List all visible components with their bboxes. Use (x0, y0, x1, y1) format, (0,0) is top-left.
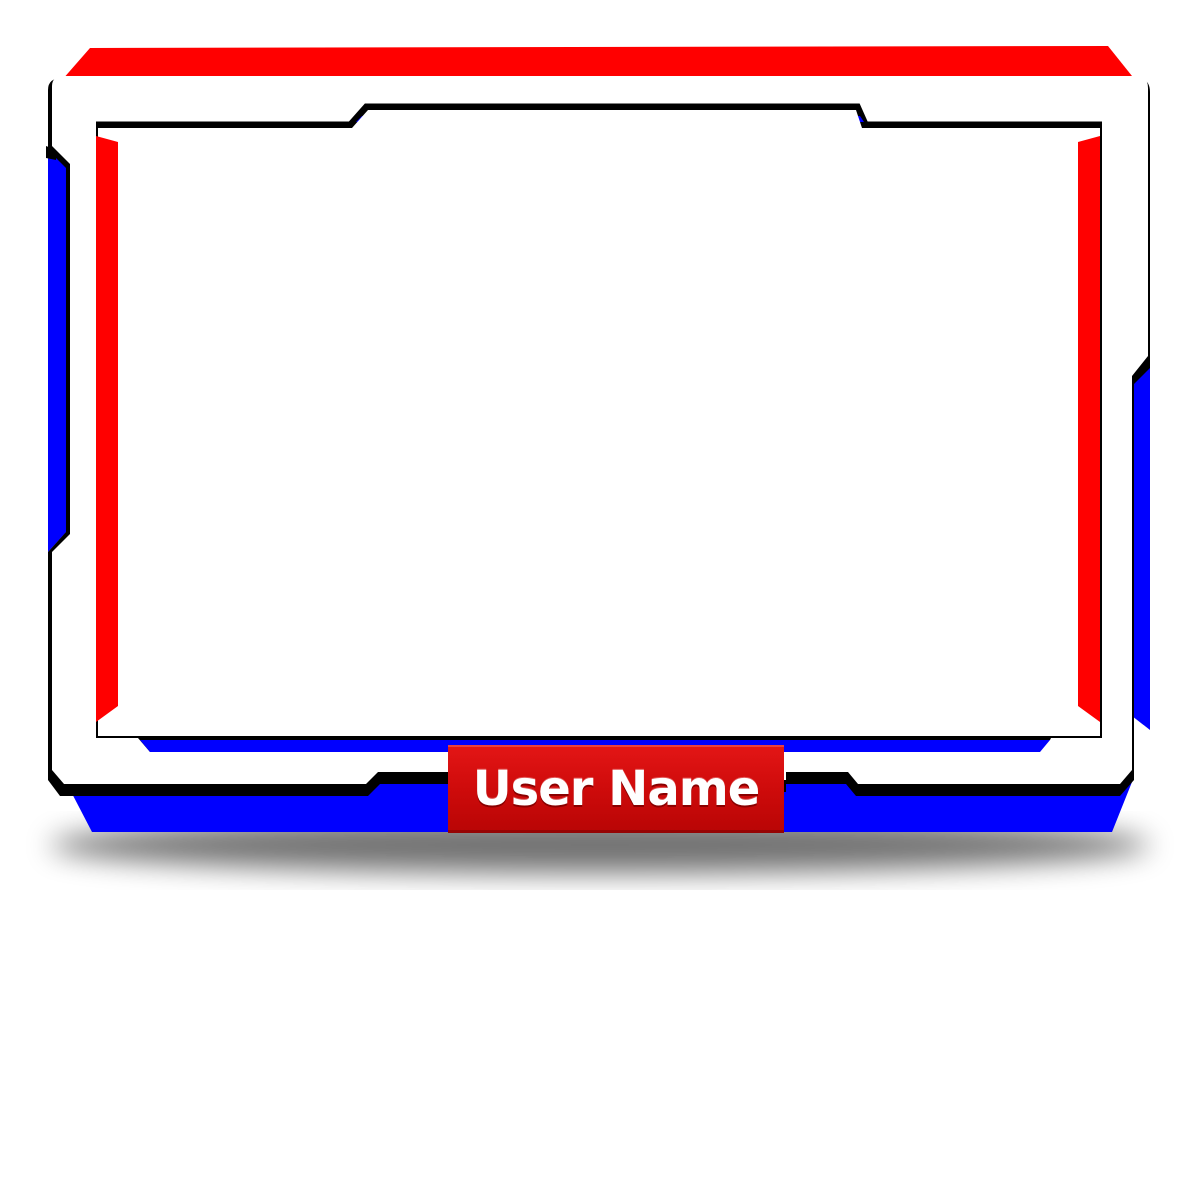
username-plate: User Name (448, 745, 784, 833)
window-bottom-black-line (138, 736, 1052, 740)
window-outline (96, 103, 1102, 127)
right-red-bar (1078, 136, 1100, 722)
username-label: User Name (472, 761, 761, 817)
left-blue-band (48, 148, 68, 552)
top-red-band (62, 46, 1132, 80)
left-red-bar (96, 136, 118, 722)
right-blue-band (1132, 360, 1150, 730)
video-window (98, 110, 1100, 748)
